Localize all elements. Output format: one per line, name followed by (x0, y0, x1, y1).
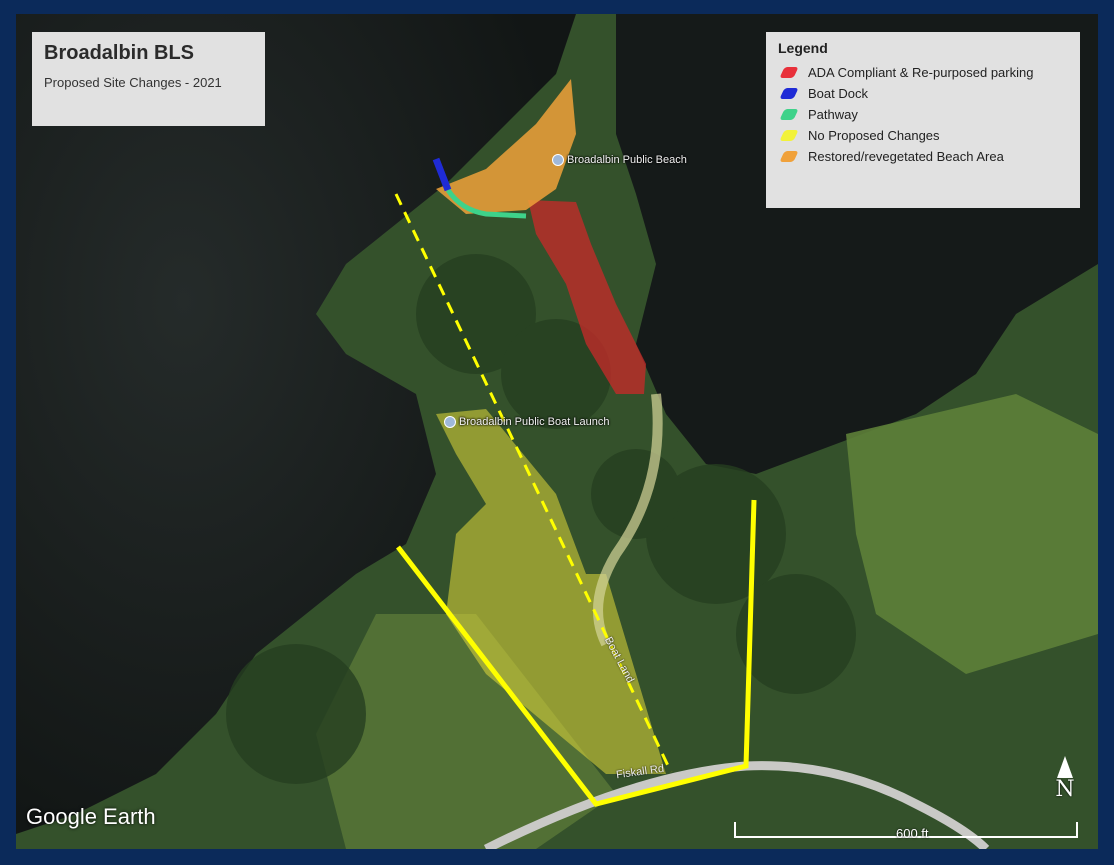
legend-item-no-change: No Proposed Changes (778, 125, 1068, 146)
poi-boat-launch[interactable]: Broadalbin Public Boat Launch (444, 416, 609, 428)
legend: Legend ADA Compliant & Re-purposed parki… (766, 32, 1080, 208)
legend-label: ADA Compliant & Re-purposed parking (808, 65, 1034, 80)
beach-area (436, 79, 576, 214)
legend-label: Boat Dock (808, 86, 868, 101)
title-box: Broadalbin BLS Proposed Site Changes - 2… (32, 32, 265, 126)
legend-swatch-blue (779, 88, 799, 99)
legend-heading: Legend (778, 40, 828, 56)
scale-bar-label: 600 ft (896, 826, 929, 841)
poi-label: Broadalbin Public Boat Launch (459, 416, 610, 428)
north-arrow: N (1052, 756, 1078, 802)
aerial-map[interactable]: Broadalbin BLS Proposed Site Changes - 2… (16, 14, 1098, 849)
legend-item-dock: Boat Dock (778, 83, 1068, 104)
ada-parking (528, 200, 646, 394)
field-south (316, 614, 616, 849)
lake-west (16, 14, 576, 834)
boat-dock (432, 157, 452, 192)
dashed-boundary (394, 193, 673, 773)
place-pin-icon (444, 416, 456, 428)
legend-item-ada: ADA Compliant & Re-purposed parking (778, 62, 1068, 83)
legend-swatch-green (779, 109, 799, 120)
field-east (846, 394, 1098, 674)
legend-item-pathway: Pathway (778, 104, 1068, 125)
scale-bar (734, 822, 1078, 838)
north-label: N (1055, 777, 1075, 802)
legend-swatch-orange (779, 151, 799, 162)
north-arrow-icon (1057, 756, 1073, 778)
poi-label: Broadalbin Public Beach (567, 154, 687, 166)
google-earth-attribution: Google Earth (26, 804, 156, 829)
map-subtitle: Proposed Site Changes - 2021 (44, 75, 222, 90)
legend-label: Pathway (808, 107, 858, 122)
access-path (593, 393, 663, 647)
poi-public-beach[interactable]: Broadalbin Public Beach (552, 154, 687, 166)
solid-boundary (396, 499, 757, 807)
legend-item-beach: Restored/revegetated Beach Area (778, 146, 1068, 167)
legend-swatch-red (779, 67, 799, 78)
main-road (483, 761, 990, 849)
place-pin-icon (552, 154, 564, 166)
legend-label: Restored/revegetated Beach Area (808, 149, 1004, 164)
map-title: Broadalbin BLS (44, 42, 195, 64)
no-change-area (436, 409, 666, 774)
pathway (445, 188, 527, 219)
legend-label: No Proposed Changes (808, 128, 940, 143)
legend-swatch-yellow (779, 130, 799, 141)
